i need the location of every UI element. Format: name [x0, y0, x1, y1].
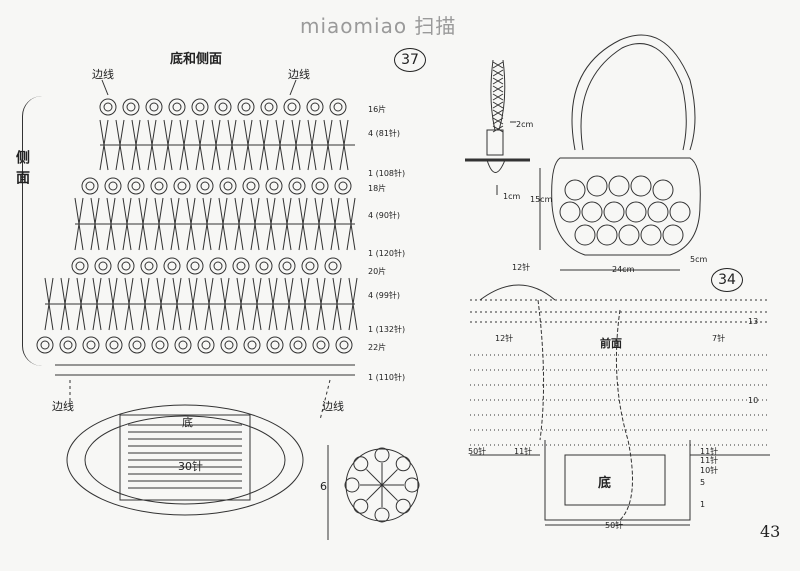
- bottom-count: 30针: [178, 460, 203, 473]
- left-count: 12针: [495, 334, 514, 343]
- page-number: 43: [760, 522, 781, 541]
- row-label: 4 (81针): [368, 129, 401, 138]
- row-label: 16片: [368, 105, 387, 114]
- handle-count: 12针: [512, 263, 531, 272]
- right-count: 7针: [712, 334, 726, 343]
- row-label: 20片: [368, 267, 387, 276]
- right-row-label: 10针: [700, 466, 719, 475]
- right-row-label: 11针: [700, 456, 719, 465]
- height-label: 6: [320, 480, 327, 493]
- edge-label-top-right: 边线: [288, 68, 310, 81]
- row-label: 1 (110针): [368, 373, 406, 382]
- edge-label-bottom-left: 边线: [52, 400, 74, 413]
- row-label: 4 (90针): [368, 211, 401, 220]
- side-left2-count: 11针: [514, 447, 533, 456]
- strap-width-label: 2cm: [516, 120, 534, 129]
- pattern-number-34: 34: [711, 268, 743, 292]
- pattern-number-37: 37: [394, 48, 426, 72]
- bag-height-label: 15cm: [530, 195, 553, 204]
- right-bottom-label: 底: [598, 476, 612, 491]
- bag-width-label: 24cm: [612, 265, 635, 274]
- side-left-count: 50针: [468, 447, 487, 456]
- front-label: 前面: [600, 337, 622, 350]
- bottom-label: 底: [182, 416, 193, 429]
- bottom-stitch-count: 50针: [605, 521, 624, 530]
- left-title: 底和侧面: [170, 52, 223, 67]
- row-label: 1 (132针): [368, 325, 406, 334]
- strap-bottom-label: 1cm: [503, 192, 521, 201]
- side-right-count: 11针: [700, 447, 719, 456]
- right-row-label: 1: [700, 500, 706, 509]
- row-label: 22片: [368, 343, 387, 352]
- edge-label-top-left: 边线: [92, 68, 114, 81]
- right-row-label: 5: [700, 478, 706, 487]
- side-label: 侧面: [14, 150, 30, 190]
- right-row-label: 10: [748, 396, 759, 405]
- corner-label: 5cm: [690, 255, 708, 264]
- row-label: 4 (99针): [368, 291, 401, 300]
- edge-label-bottom-right: 边线: [322, 400, 344, 413]
- row-label: 18片: [368, 184, 387, 193]
- right-row-label: 13: [748, 317, 759, 326]
- row-label: 1 (120针): [368, 249, 406, 258]
- watermark-text: miaomiao 扫描: [300, 14, 457, 38]
- side-bracket: [22, 96, 43, 366]
- row-label: 1 (108针): [368, 169, 406, 178]
